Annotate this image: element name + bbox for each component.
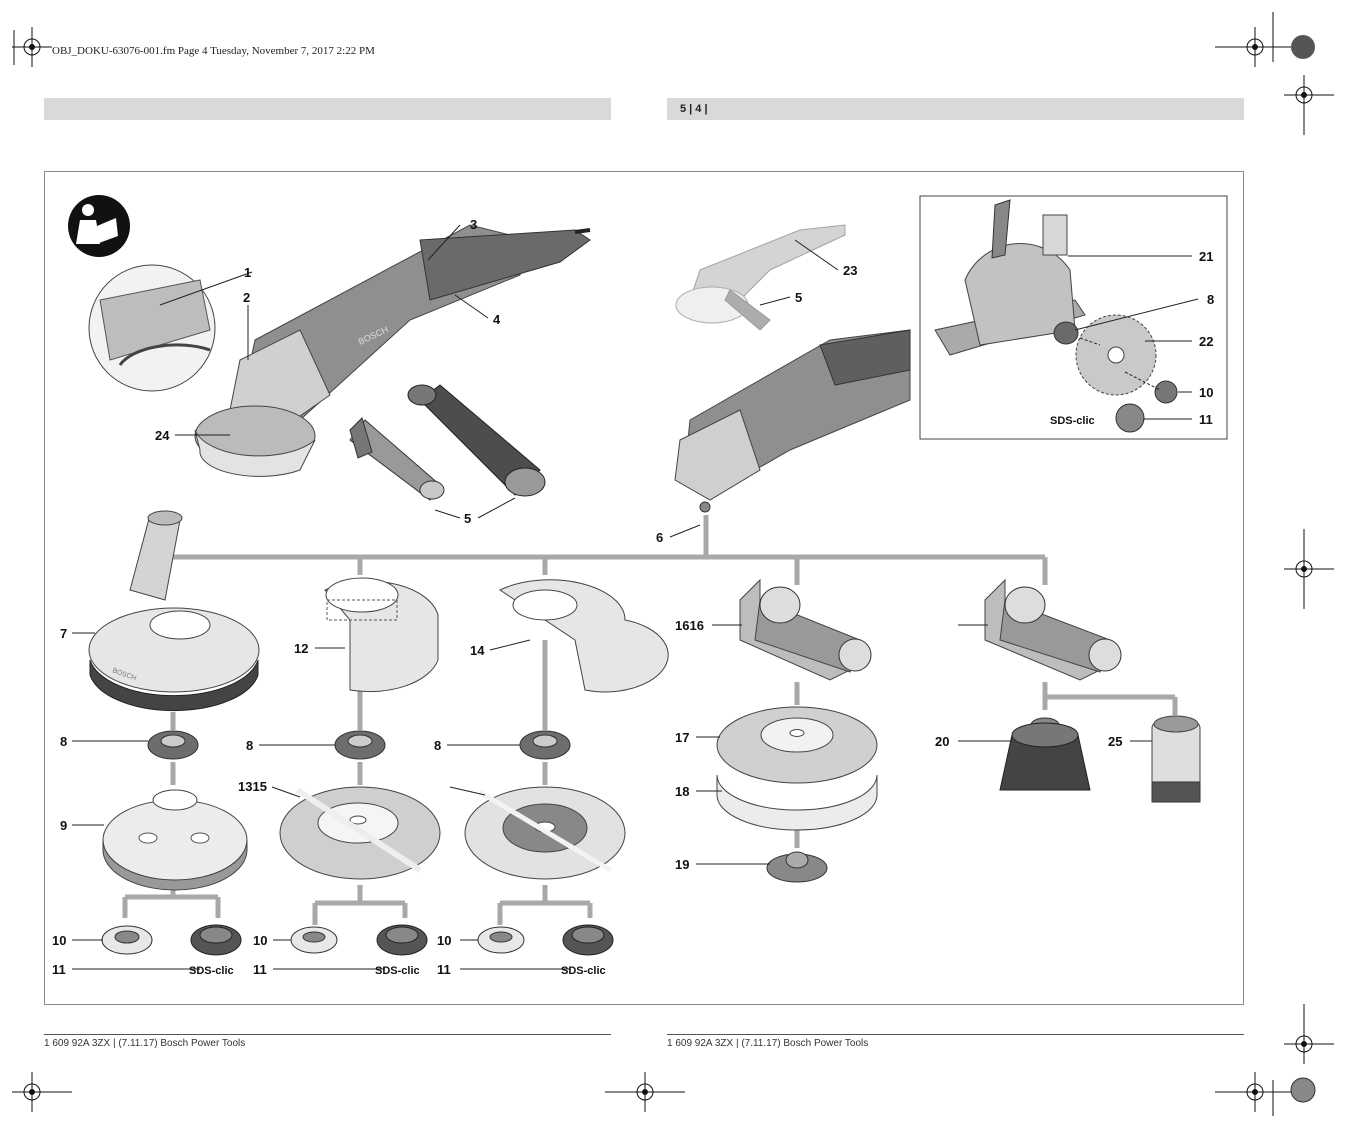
footer-right: 1 609 92A 3ZX | (7.11.17) Bosch Power To…	[667, 1038, 869, 1049]
read-manual-icon	[68, 195, 130, 257]
part-label-1: 1	[244, 265, 251, 280]
protective-guard-12	[324, 577, 439, 693]
auxiliary-handle-straight	[349, 417, 445, 501]
flange-8-col2	[334, 730, 386, 760]
round-nut	[766, 851, 828, 883]
part-label-10c: 10	[437, 933, 451, 948]
crosshair-icon	[1215, 27, 1295, 67]
leader-lines	[72, 224, 1199, 970]
part-label-11d: 11	[1199, 412, 1213, 427]
detail-inset	[88, 264, 216, 392]
part-label-24: 24	[155, 428, 170, 443]
sds-clic-mark: SDS-clic	[375, 965, 420, 977]
part-label-2: 2	[243, 290, 250, 305]
clamping-nut-col2	[290, 926, 338, 954]
part-label-5b: 5	[795, 290, 802, 305]
file-slug: OBJ_DOKU-63076-001.fm Page 4 Tuesday, No…	[52, 45, 375, 57]
sds-clic-marks: SDS-clic SDS-clic SDS-clic SDS-clic	[189, 415, 1095, 977]
quick-nut-col3	[562, 924, 614, 956]
part-label-3: 3	[470, 217, 477, 232]
auxiliary-handle-vibration	[407, 384, 546, 497]
rubber-sanding-plate	[716, 706, 878, 784]
part-label-5a: 5	[464, 511, 471, 526]
crosshair-icon	[1215, 1072, 1295, 1112]
sds-clic-mark: SDS-clic	[561, 965, 606, 977]
hand-guard-col5	[984, 578, 1122, 681]
part-label-1315: 1315	[238, 779, 267, 794]
part-label-11c: 11	[437, 962, 451, 977]
part-label-8c: 8	[434, 738, 441, 753]
part-label-6: 6	[656, 530, 663, 545]
footer-rule-left	[44, 1034, 611, 1035]
part-label-1616: 1616	[675, 618, 704, 633]
footer-rule-right	[667, 1034, 1244, 1035]
adapter-25	[1151, 715, 1201, 803]
part-labels: 1 2 3 4 5 5 6 7 8 8 8 8 9 10 10 10 10 11…	[52, 217, 1214, 977]
crosshair-icon	[12, 1072, 72, 1112]
hand-guard-col4	[739, 578, 872, 681]
part-label-22: 22	[1199, 334, 1213, 349]
footer-left: 1 609 92A 3ZX | (7.11.17) Bosch Power To…	[44, 1038, 246, 1049]
extraction-hood: BOSCH	[88, 510, 260, 712]
part-label-10b: 10	[253, 933, 267, 948]
support-plate	[102, 789, 248, 891]
color-dot-icon	[1291, 35, 1315, 59]
part-label-8a: 8	[60, 734, 67, 749]
quick-nut-col1	[190, 924, 242, 956]
cutting-disc	[464, 786, 626, 880]
grinding-disc	[279, 786, 441, 880]
part-label-20: 20	[935, 734, 949, 749]
part-label-11b: 11	[253, 962, 267, 977]
crosshair-icon	[1284, 75, 1334, 135]
color-dot-icon	[1290, 1077, 1316, 1103]
header-bar-right	[667, 98, 1244, 120]
part-label-25: 25	[1108, 734, 1122, 749]
part-label-21: 21	[1199, 249, 1213, 264]
part-label-23: 23	[843, 263, 857, 278]
quick-nut-col2	[376, 924, 428, 956]
diagram-frame	[44, 171, 1244, 1005]
part-label-11a: 11	[52, 962, 66, 977]
sds-clic-mark: SDS-clic	[1050, 415, 1095, 427]
flange-8-col1	[147, 730, 199, 760]
clamping-nut-col1	[101, 925, 153, 955]
part-label-14: 14	[470, 643, 485, 658]
sds-clic-mark: SDS-clic	[189, 965, 234, 977]
clamping-nut-col3	[477, 926, 525, 954]
part-label-17: 17	[675, 730, 689, 745]
part-label-19: 19	[675, 857, 689, 872]
accessory-tree	[122, 515, 1178, 925]
part-label-7: 7	[60, 626, 67, 641]
header-bar-left	[44, 98, 611, 120]
part-label-8d: 8	[1207, 292, 1214, 307]
sanding-sheet	[716, 774, 878, 831]
registration-marks	[12, 12, 1334, 1116]
cup-wire-brush	[999, 717, 1091, 791]
crosshair-icon	[605, 1072, 685, 1112]
part-label-12: 12	[294, 641, 308, 656]
part-label-10d: 10	[1199, 385, 1213, 400]
part-label-8b: 8	[246, 738, 253, 753]
crosshair-icon	[12, 27, 52, 67]
angle-grinder-center	[674, 329, 911, 513]
part-label-18: 18	[675, 784, 689, 799]
page-number: 5 | 4 |	[680, 103, 708, 115]
crosshair-icon	[1284, 529, 1334, 609]
part-label-10a: 10	[52, 933, 66, 948]
angle-grinder-small	[675, 224, 846, 331]
protective-guard-14	[498, 579, 669, 693]
cutting-guard-inset	[919, 195, 1228, 440]
angle-grinder-main: BOSCH	[194, 224, 591, 477]
part-label-4: 4	[493, 312, 501, 327]
crosshair-icon	[1284, 1004, 1334, 1064]
flange-8-col3	[519, 730, 571, 760]
part-label-9: 9	[60, 818, 67, 833]
